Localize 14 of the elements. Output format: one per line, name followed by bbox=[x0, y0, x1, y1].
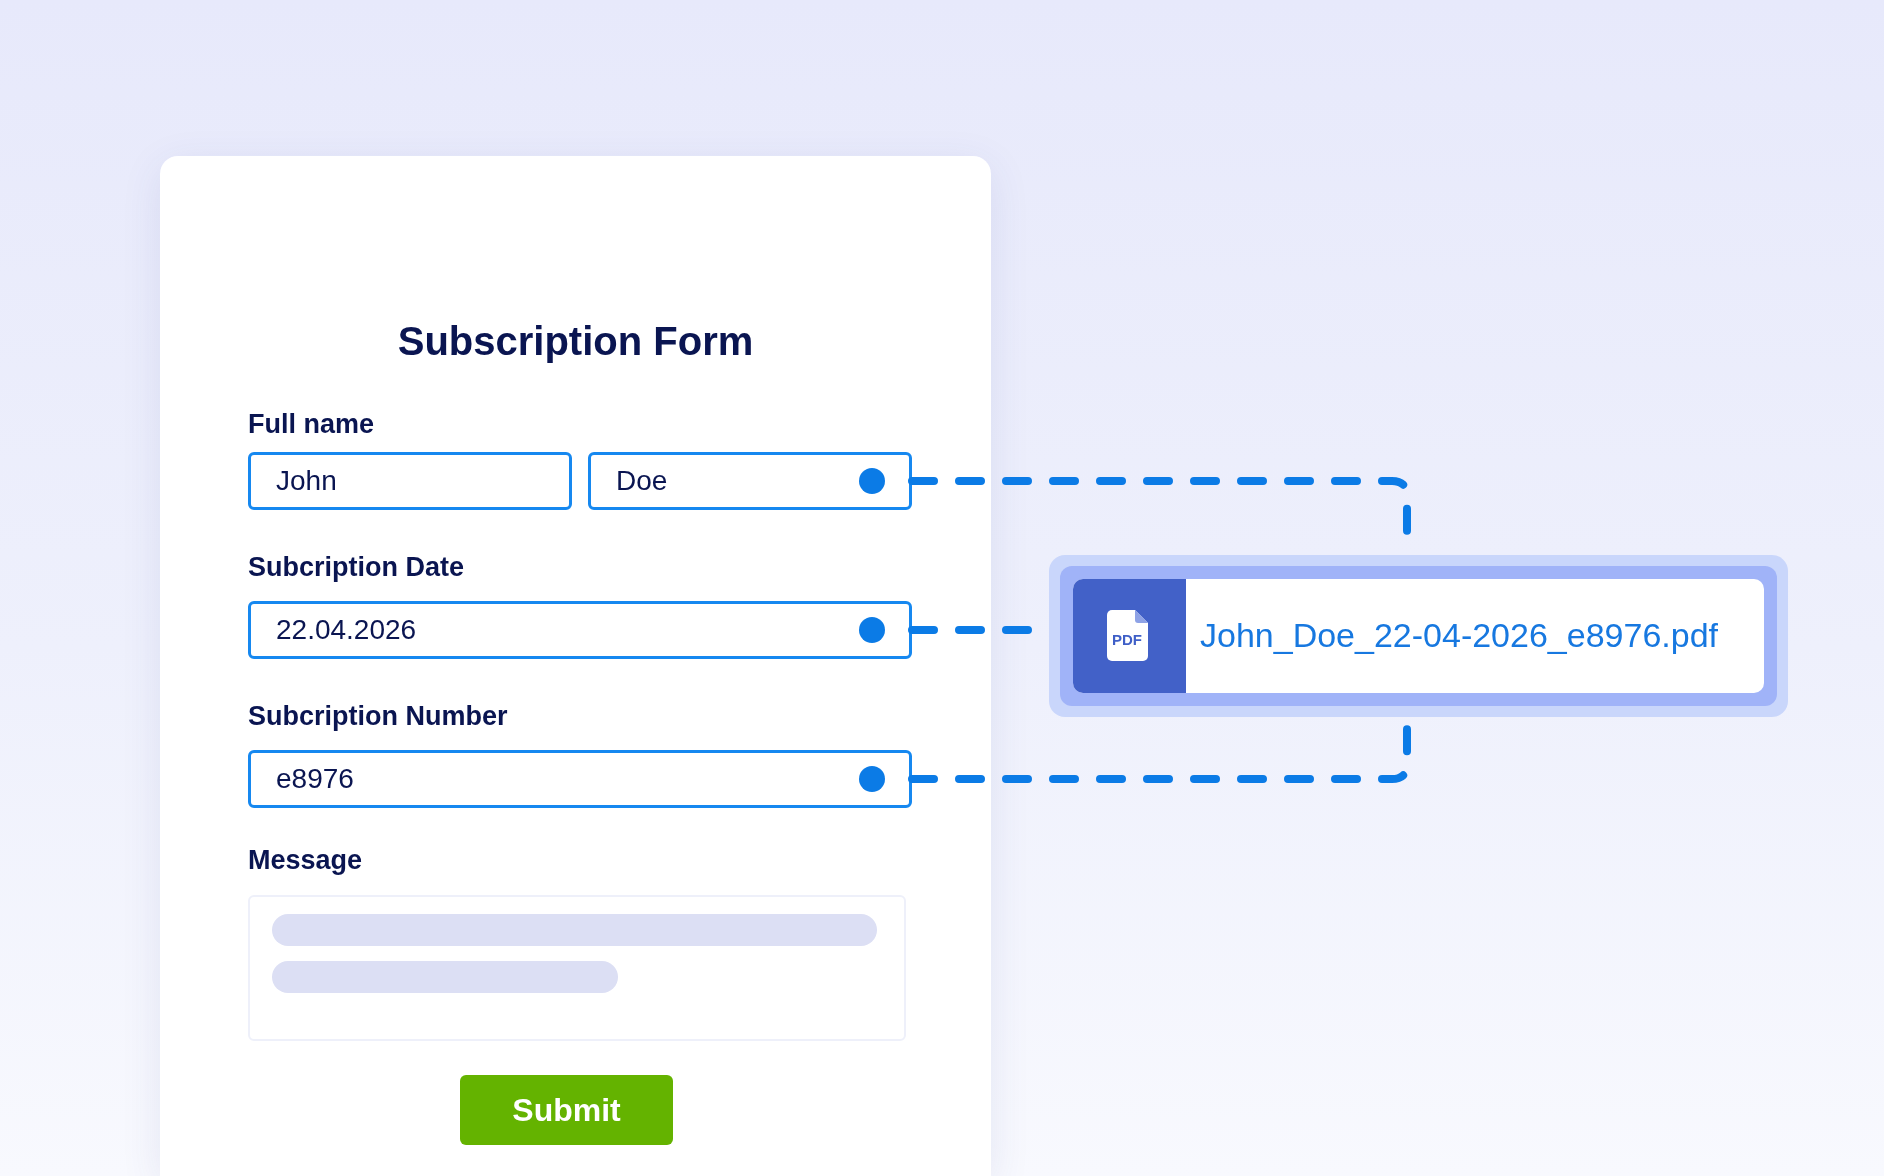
field-label: Full name bbox=[248, 411, 375, 438]
text-field: 22.04.2026 bbox=[248, 601, 912, 659]
text-field: John bbox=[248, 452, 572, 510]
text-field: Doe bbox=[588, 452, 912, 510]
file-chip bbox=[1049, 555, 1788, 717]
file-name: John_Doe_22-04-2026_e8976.pdf bbox=[1200, 617, 1718, 655]
field-label: Subcription Date bbox=[248, 554, 464, 581]
text-field: e8976 bbox=[248, 750, 912, 808]
form-card bbox=[160, 156, 991, 1176]
field-label: Subcription Number bbox=[248, 703, 508, 730]
file-type-label: PDF bbox=[1112, 632, 1142, 647]
submit-button: Submit bbox=[460, 1075, 673, 1145]
form-title: Subscription Form bbox=[397, 321, 754, 361]
field-label: Message bbox=[248, 847, 363, 874]
